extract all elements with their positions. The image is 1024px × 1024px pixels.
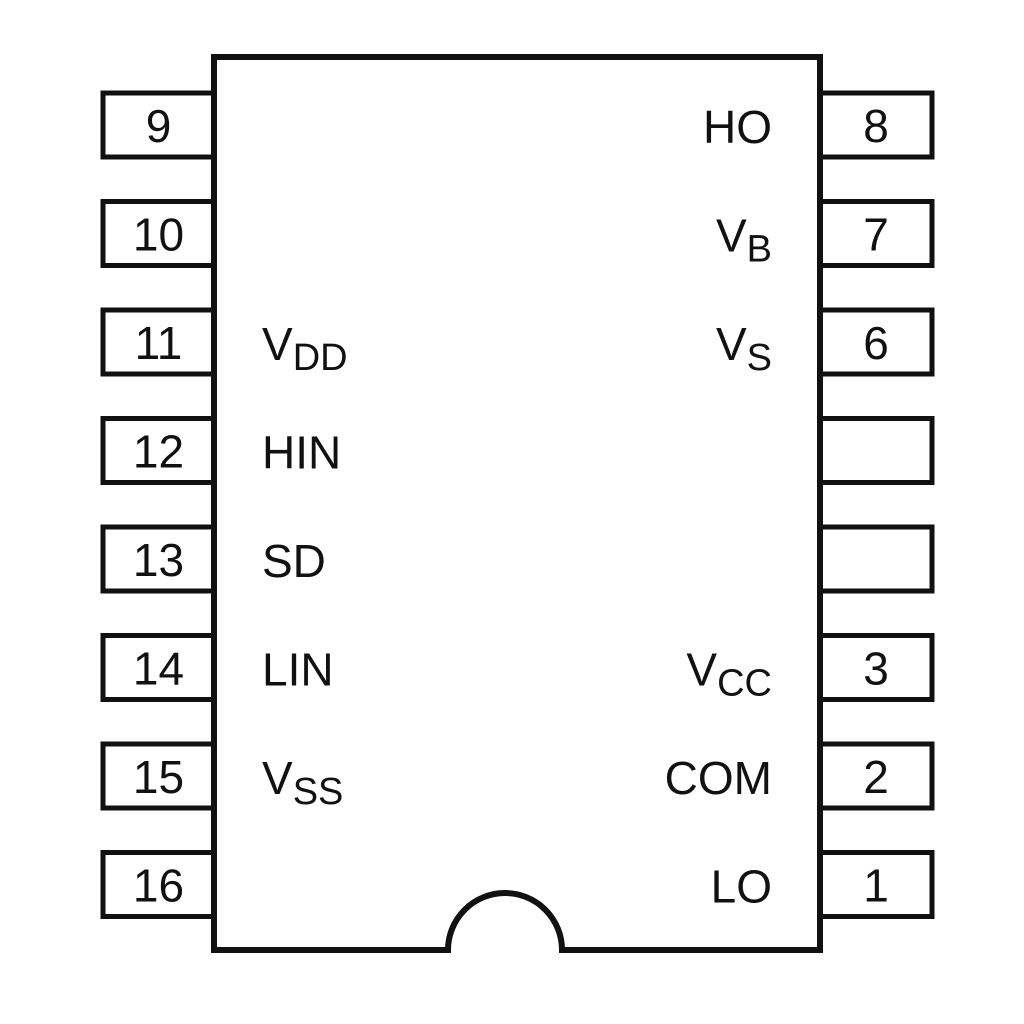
pin-label-main: V: [686, 644, 717, 696]
pin-label-sd: SD: [262, 535, 326, 587]
pin-right-6: 6: [817, 307, 935, 377]
pin-label-subscript: S: [747, 337, 772, 379]
pin-left-13: 13: [100, 524, 217, 594]
pin-left-14: 14: [100, 633, 217, 702]
pin-number: 16: [133, 860, 184, 912]
pin-number: 8: [863, 100, 889, 152]
pin-number: 3: [863, 643, 889, 695]
ic-body-outline: [211, 54, 823, 953]
pin-number: 12: [133, 426, 184, 478]
pin-right-3: 3: [817, 633, 935, 702]
pin-box: [817, 416, 935, 485]
pin-right-7: 7: [817, 199, 935, 268]
pin-box: [100, 90, 217, 160]
pin-box: [100, 850, 217, 919]
pin-left-16: 16: [100, 850, 217, 919]
pin-box: [817, 199, 935, 268]
pin-label-subscript: DD: [293, 337, 348, 379]
pin-label-main: V: [716, 318, 747, 370]
pin-label-subscript: B: [747, 229, 772, 271]
pin-number: 6: [863, 317, 889, 369]
pin-box: [817, 307, 935, 377]
pin-box: [100, 416, 217, 485]
pin-left-10: 10: [100, 199, 217, 268]
pin-label-vcc: VCC: [686, 644, 772, 705]
pin-label-vdd: VDD: [262, 318, 348, 379]
pin-box: [817, 524, 935, 594]
pin-label-lo: LO: [711, 861, 772, 913]
pin-left-11: 11: [100, 307, 217, 377]
pin-label-vs: VS: [716, 318, 772, 379]
pin-label-ho: HO: [703, 101, 772, 153]
pin-number: 13: [133, 534, 184, 586]
pin-left-15: 15: [100, 741, 217, 811]
pin-box: [100, 524, 217, 594]
pin-right-2: 2: [817, 741, 935, 811]
pin-label-subscript: SS: [293, 771, 344, 813]
pin-label-main: V: [716, 210, 747, 262]
pin-label-main: LO: [711, 861, 772, 913]
pin-label-com: COM: [665, 752, 772, 804]
pin-number: 2: [863, 751, 889, 803]
pin-left-9: 9: [100, 90, 217, 160]
pin-label-vss: VSS: [262, 752, 343, 813]
pin-label-main: COM: [665, 752, 772, 804]
pin-right-nc-3: [817, 416, 935, 485]
pin-number: 1: [863, 860, 889, 912]
pin-label-main: SD: [262, 535, 326, 587]
pin-label-subscript: CC: [717, 663, 772, 705]
pin-number: 9: [146, 100, 172, 152]
pin-label-hin: HIN: [262, 427, 341, 479]
pin-label-main: V: [262, 318, 293, 370]
pin-right-nc-4: [817, 524, 935, 594]
pin-box: [817, 741, 935, 811]
pin-label-lin: LIN: [262, 644, 334, 696]
pin-number: 11: [135, 317, 183, 369]
pin-label-vb: VB: [716, 210, 772, 271]
pin-box: [100, 633, 217, 702]
pin-label-main: V: [262, 752, 293, 804]
pin-number: 7: [863, 209, 889, 261]
pin-box: [817, 850, 935, 919]
pin-label-main: HIN: [262, 427, 341, 479]
pin-number: 14: [133, 643, 184, 695]
pin-label-main: HO: [703, 101, 772, 153]
pin-box: [100, 199, 217, 268]
pin-box: [817, 633, 935, 702]
pin-label-main: LIN: [262, 644, 334, 696]
pin-right-1: 1: [817, 850, 935, 919]
pin-number: 10: [133, 209, 184, 261]
pin-number: 15: [133, 751, 184, 803]
pins-layer: 9 10 11 12 13 14 15 16 8 7 6 3 2 1: [100, 90, 935, 919]
pin-right-8: 8: [817, 90, 935, 160]
pin-left-12: 12: [100, 416, 217, 485]
